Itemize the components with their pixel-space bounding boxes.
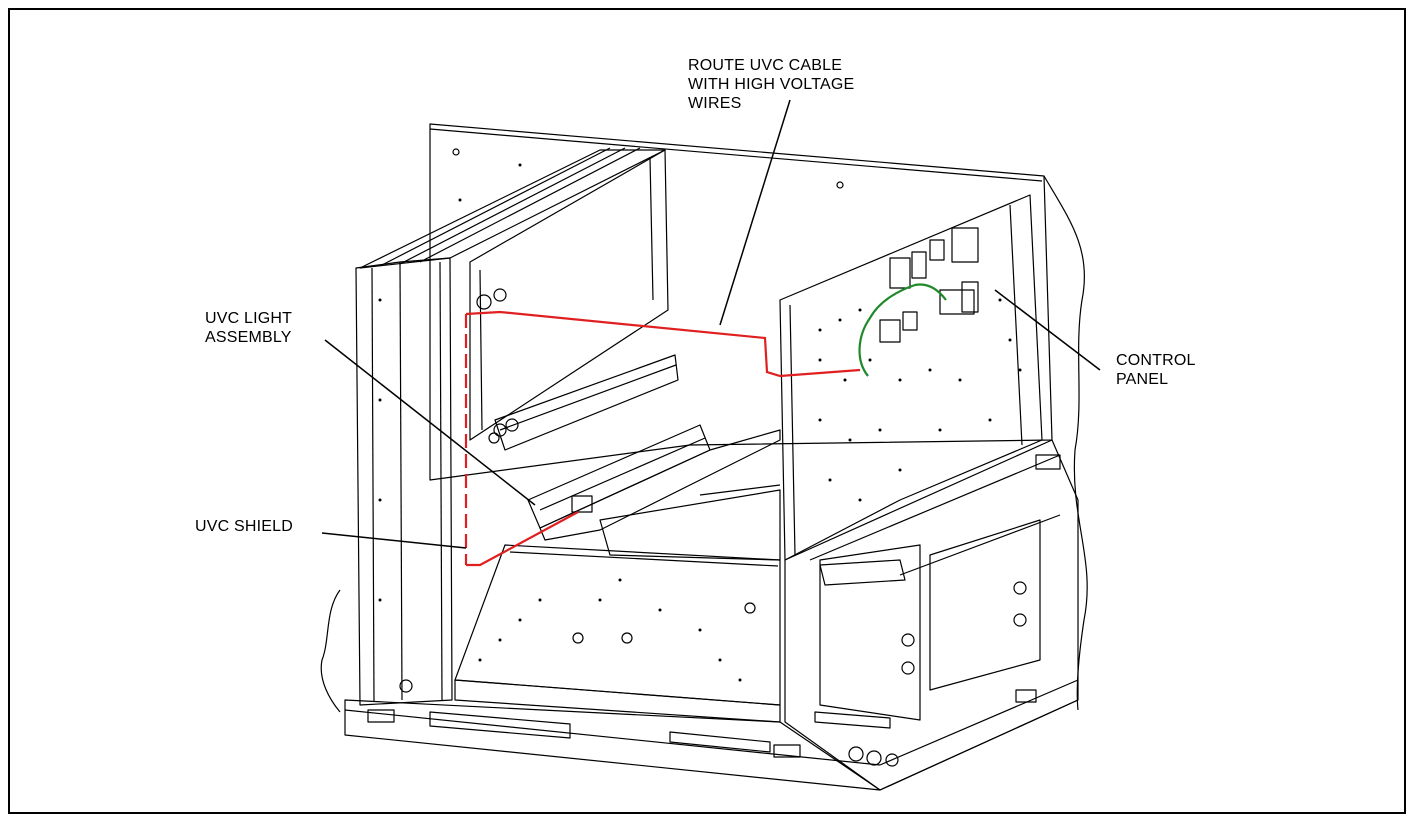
callout-uvc-light-assembly: UVC LIGHT ASSEMBLY — [205, 310, 293, 346]
drain-pan-louver — [494, 354, 679, 451]
right-cutaway-edge — [1043, 175, 1088, 711]
left-cutaway-edge — [320, 589, 341, 713]
control-panel-wall — [779, 194, 1043, 561]
left-coil-frame — [355, 257, 453, 706]
uvc-cable-route — [464, 310, 861, 567]
leader-shield — [321, 532, 467, 549]
lower-front-panel — [454, 544, 781, 706]
leader-light-assembly — [324, 339, 536, 506]
drawing-border — [8, 8, 1406, 814]
leader-route-cable — [719, 99, 791, 326]
leader-control-panel — [994, 289, 1101, 371]
callout-route-uvc-cable: ROUTE UVC CABLE WITH HIGH VOLTAGE WIRES — [688, 57, 855, 112]
right-base-box — [784, 439, 1079, 791]
mounting-holes — [378, 163, 1022, 682]
ground-wire — [858, 283, 947, 377]
uvc-light-tray — [527, 424, 711, 529]
callout-control-panel: CONTROL PANEL — [1116, 352, 1196, 388]
inner-floor — [599, 489, 781, 561]
coil-panel — [469, 149, 669, 441]
callout-uvc-shield: UVC SHIELD — [195, 518, 294, 535]
rear-wall-panel — [429, 123, 1053, 481]
